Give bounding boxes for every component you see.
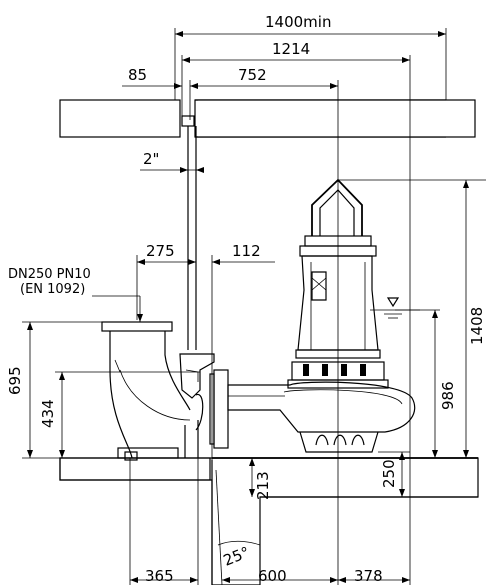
dimension-lines-bottom bbox=[129, 458, 410, 585]
dimension-lines-mid bbox=[136, 255, 275, 585]
duckfoot-bend bbox=[101, 321, 229, 461]
label-213: 213 bbox=[254, 471, 272, 500]
label-112: 112 bbox=[232, 242, 261, 260]
label-25-degree: 25° bbox=[221, 543, 252, 570]
dimension-lines-left bbox=[22, 295, 255, 497]
label-85: 85 bbox=[128, 66, 147, 84]
label-378: 378 bbox=[354, 567, 383, 585]
submersible-pump bbox=[227, 178, 416, 453]
label-365: 365 bbox=[145, 567, 174, 585]
dimension-labels: 1400min 1214 85 752 2" 275 112 DN250 PN1… bbox=[6, 13, 486, 585]
label-600: 600 bbox=[258, 567, 287, 585]
label-250: 250 bbox=[380, 459, 398, 488]
label-434: 434 bbox=[39, 399, 57, 428]
label-752: 752 bbox=[238, 66, 267, 84]
water-level-triangle-icon bbox=[370, 297, 420, 319]
label-flange-en1092: (EN 1092) bbox=[20, 282, 85, 297]
label-1408: 1408 bbox=[468, 307, 486, 345]
label-2-inch: 2" bbox=[143, 150, 159, 168]
label-986: 986 bbox=[439, 381, 457, 410]
label-1214: 1214 bbox=[272, 40, 310, 58]
label-695: 695 bbox=[6, 366, 24, 395]
guide-rail bbox=[140, 115, 204, 350]
label-1400min: 1400min bbox=[265, 13, 331, 31]
top-slab bbox=[59, 99, 476, 138]
label-flange-dn250: DN250 PN10 bbox=[8, 267, 91, 282]
label-275: 275 bbox=[146, 242, 175, 260]
angle-dimension bbox=[215, 469, 261, 585]
dimension-lines-right bbox=[338, 179, 486, 497]
dimension-lines-top bbox=[122, 28, 447, 585]
